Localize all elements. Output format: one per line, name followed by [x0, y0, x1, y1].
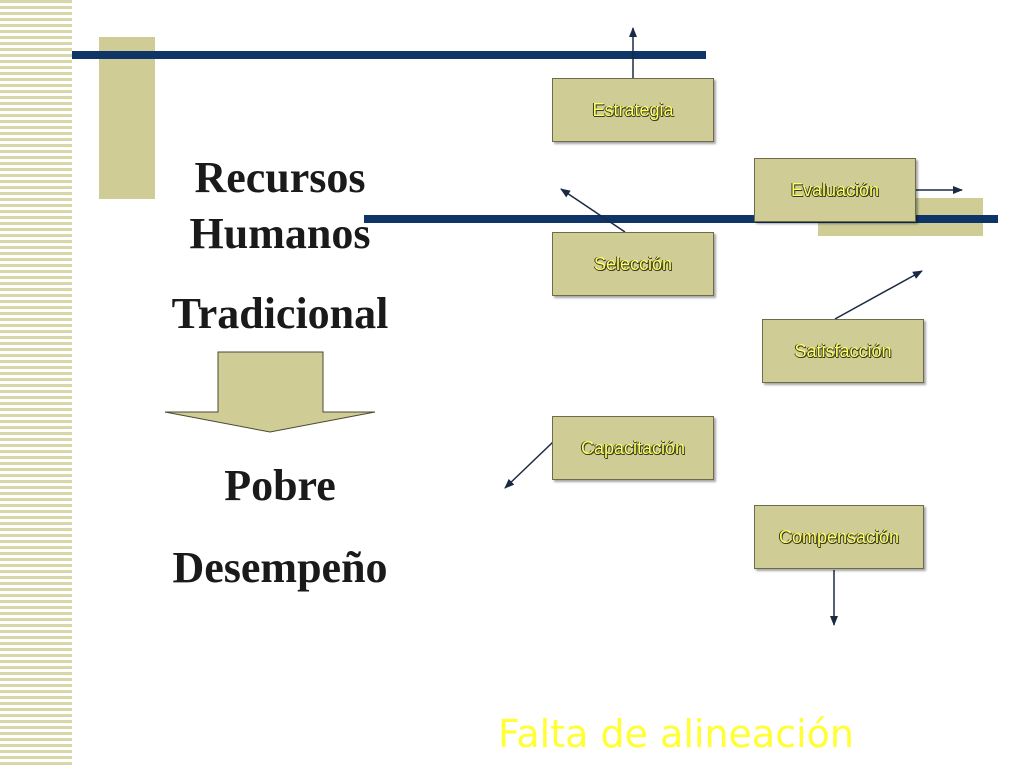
seleccion-label: Selección	[593, 253, 673, 274]
capacitacion-label: Capacitación	[580, 437, 686, 458]
capacitacion-arrow	[504, 441, 554, 489]
seleccion-arrow	[560, 188, 626, 233]
decorative-block-left	[99, 37, 155, 199]
capacitacion-box: Capacitación	[552, 416, 714, 480]
satisfaccion-arrow	[834, 270, 923, 320]
heading-line-2: Humanos	[189, 209, 371, 258]
footer-title: Falta de alineación	[498, 712, 854, 756]
evaluacion-box: Evaluación	[754, 158, 916, 222]
result-line-1: Pobre	[224, 461, 336, 510]
satisfaccion-box: Satisfacción	[762, 319, 924, 383]
middle-bar	[364, 215, 998, 223]
down-arrow-shape	[164, 351, 376, 433]
compensacion-box: Compensación	[754, 505, 924, 569]
estrategia-label: Estrategia	[592, 99, 674, 120]
heading-line-1: Recursos	[194, 153, 366, 202]
heading-line-3: Tradicional	[171, 289, 389, 338]
top-bar	[72, 51, 706, 59]
evaluacion-label: Evaluación	[790, 179, 880, 200]
satisfaccion-label: Satisfacción	[794, 340, 892, 361]
estrategia-box: Estrategia	[552, 78, 714, 142]
striped-side-band	[0, 0, 72, 768]
compensacion-label: Compensación	[778, 526, 900, 547]
result-line-2: Desempeño	[172, 543, 388, 592]
seleccion-box: Selección	[552, 232, 714, 296]
